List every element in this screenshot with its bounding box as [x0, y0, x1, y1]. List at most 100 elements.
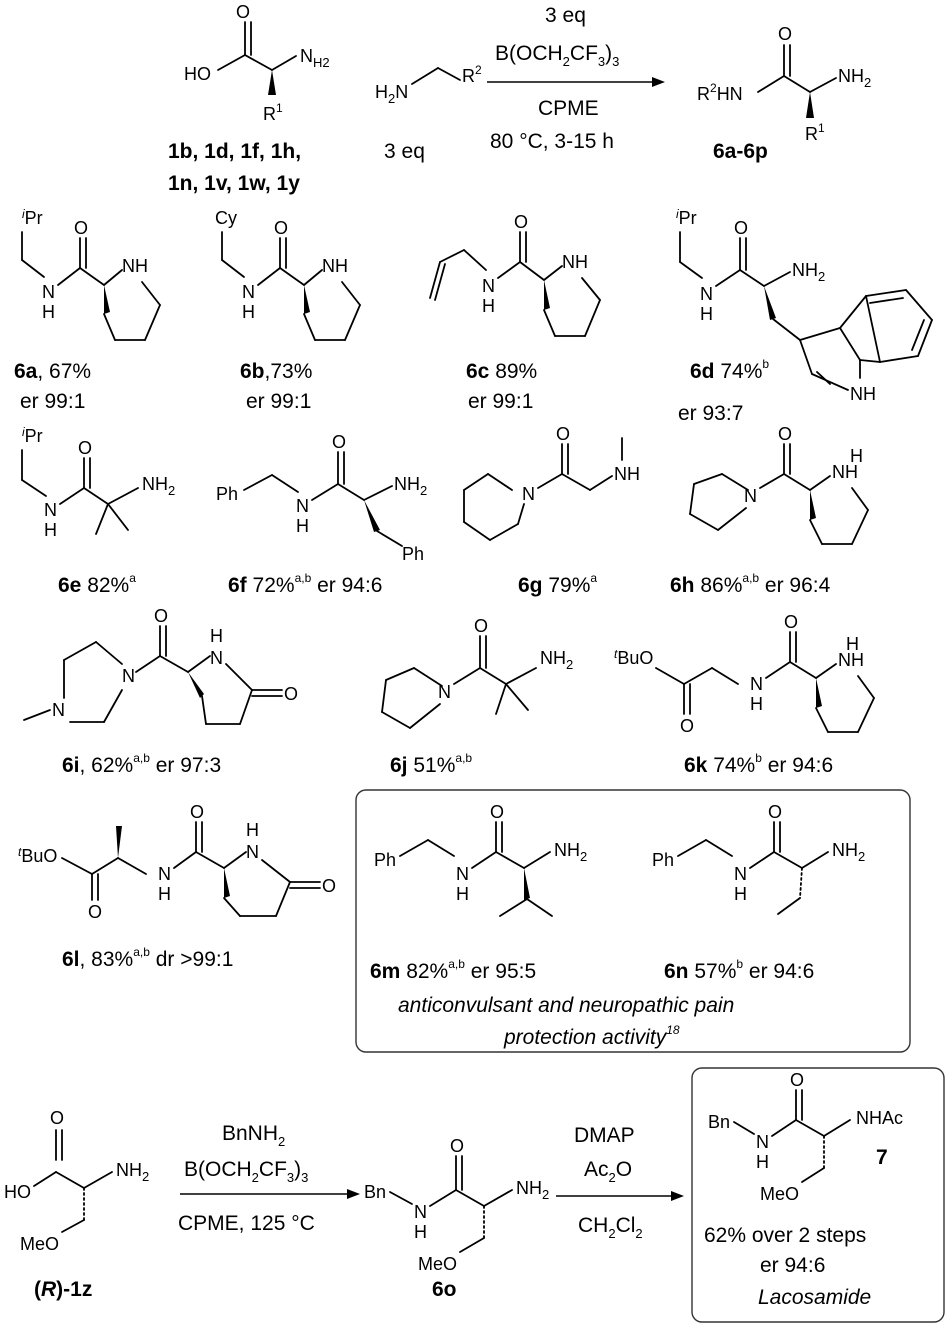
svg-text:Ph: Ph	[216, 484, 238, 504]
svg-text:N: N	[242, 282, 255, 302]
svg-text:H: H	[750, 694, 763, 714]
amine-equiv: 3 eq	[384, 140, 425, 163]
step2-reagent1: DMAP	[574, 1124, 635, 1147]
activity-line2: protection activity18	[503, 1023, 680, 1049]
structure-7: Bn N H O NHAc MeO	[708, 1070, 903, 1204]
conditions: 80 °C, 3-15 h	[490, 130, 614, 153]
svg-text:O: O	[768, 802, 782, 822]
svg-text:O: O	[154, 606, 168, 626]
svg-text:N: N	[296, 496, 309, 516]
svg-text:H: H	[734, 884, 747, 904]
svg-text:NH: NH	[322, 256, 348, 276]
svg-text:N: N	[750, 674, 763, 694]
svg-text:iPr: iPr	[22, 425, 43, 446]
svg-text:O: O	[284, 684, 298, 704]
svg-text:N: N	[42, 282, 55, 302]
label-6k: 6k 74%b er 94:6	[684, 751, 833, 777]
amine-structure: H2N R2	[375, 63, 482, 106]
svg-text:NH2: NH2	[394, 474, 427, 498]
product-range: 6a-6p	[713, 140, 768, 163]
structure-6h: N O NH H	[689, 424, 869, 545]
label-6o: 6o	[432, 1278, 457, 1301]
svg-text:MeO: MeO	[418, 1254, 457, 1274]
svg-text:O: O	[790, 1070, 804, 1090]
svg-text:N: N	[756, 1132, 769, 1152]
svg-text:H: H	[158, 884, 171, 904]
step2-solvent: CH2Cl2	[578, 1214, 643, 1241]
svg-text:B(OCH2CF3)3: B(OCH2CF3)3	[184, 1158, 308, 1185]
er-6a: er 99:1	[20, 390, 85, 413]
label-6c: 6c 89%	[466, 360, 537, 383]
label-6a: 6a, 67%	[14, 360, 91, 383]
svg-text:NH: NH	[838, 650, 864, 670]
label-6i: 6i, 62%a,b er 97:3	[62, 751, 221, 777]
step2-reagent2: Ac2O	[584, 1158, 632, 1185]
svg-text:MeO: MeO	[20, 1234, 59, 1254]
svg-text:H: H	[296, 516, 309, 536]
step1-amine: BnNH2	[222, 1122, 285, 1149]
svg-text:Cy: Cy	[215, 208, 237, 228]
svg-text:R1: R1	[263, 101, 283, 124]
atom-HO: HO	[184, 64, 211, 84]
lacosamide-analogs-box	[355, 789, 911, 1053]
svg-text:NH2: NH2	[792, 260, 825, 284]
svg-text:O: O	[190, 802, 204, 822]
structure-6n: Ph N H O NH2	[652, 802, 865, 915]
svg-text:O: O	[78, 438, 92, 458]
label-6d: 6d 74%b	[690, 357, 769, 383]
svg-text:O: O	[490, 802, 504, 822]
structure-6o: Bn N H O NH2 MeO	[364, 1136, 549, 1274]
svg-text:O: O	[778, 24, 792, 44]
svg-text:Ph: Ph	[402, 544, 424, 564]
substrates-line1: 1b, 1d, 1f, 1h,	[168, 140, 301, 163]
svg-text:O: O	[74, 218, 88, 238]
structure-6j: N O NH2	[381, 616, 573, 729]
solvent: CPME	[538, 97, 599, 120]
svg-text:NH: NH	[122, 256, 148, 276]
svg-text:O: O	[50, 1108, 64, 1128]
svg-text:Ph: Ph	[652, 850, 674, 870]
svg-text:N: N	[734, 864, 747, 884]
activity-line1: anticonvulsant and neuropathic pain	[398, 994, 734, 1017]
svg-text:NH: NH	[562, 252, 588, 272]
structure-6f: Ph N H O NH2 Ph	[216, 432, 427, 564]
svg-text:N: N	[700, 284, 713, 304]
svg-text:H: H	[242, 302, 255, 322]
svg-text:N: N	[456, 864, 469, 884]
label-6l: 6l, 83%a,b dr >99:1	[62, 945, 233, 971]
structure-6i: N N O N H O	[23, 606, 298, 725]
svg-text:H: H	[42, 302, 55, 322]
svg-text:H2N: H2N	[375, 82, 408, 106]
svg-text:N: N	[246, 842, 259, 862]
label-7: 7	[876, 1146, 888, 1169]
svg-text:O: O	[274, 218, 288, 238]
svg-text:O: O	[784, 612, 798, 632]
svg-text:NH2: NH2	[838, 66, 871, 90]
structure-6b: Cy N H O NH	[215, 208, 361, 341]
step1-conditions: CPME, 125 °C	[178, 1212, 315, 1235]
structure-6c: N H O NH	[429, 212, 601, 337]
svg-text:NH2: NH2	[832, 840, 865, 864]
svg-text:iPr: iPr	[22, 207, 43, 228]
svg-text:Bn: Bn	[364, 1182, 386, 1202]
svg-text:O: O	[734, 218, 748, 238]
svg-text:MeO: MeO	[760, 1184, 799, 1204]
svg-text:O: O	[474, 616, 488, 636]
svg-text:N: N	[210, 648, 223, 668]
svg-text:N: N	[522, 484, 535, 504]
svg-text:H: H	[210, 626, 223, 646]
label-6h: 6h 86%a,b er 96:4	[670, 571, 831, 597]
general-product-structure: R2HN O NH2 R1	[697, 24, 871, 144]
structure-6k: tBuO O N H O NH H	[614, 612, 875, 736]
svg-text:H: H	[756, 1152, 769, 1172]
structure-6m: Ph N H O NH2	[374, 802, 587, 917]
svg-text:O: O	[778, 424, 792, 444]
svg-text:Ph: Ph	[374, 850, 396, 870]
svg-text:O: O	[680, 716, 694, 736]
svg-text:O: O	[88, 902, 102, 922]
svg-text:H: H	[456, 884, 469, 904]
svg-text:N: N	[744, 486, 757, 506]
svg-text:H: H	[414, 1222, 427, 1242]
svg-text:O: O	[514, 212, 528, 232]
